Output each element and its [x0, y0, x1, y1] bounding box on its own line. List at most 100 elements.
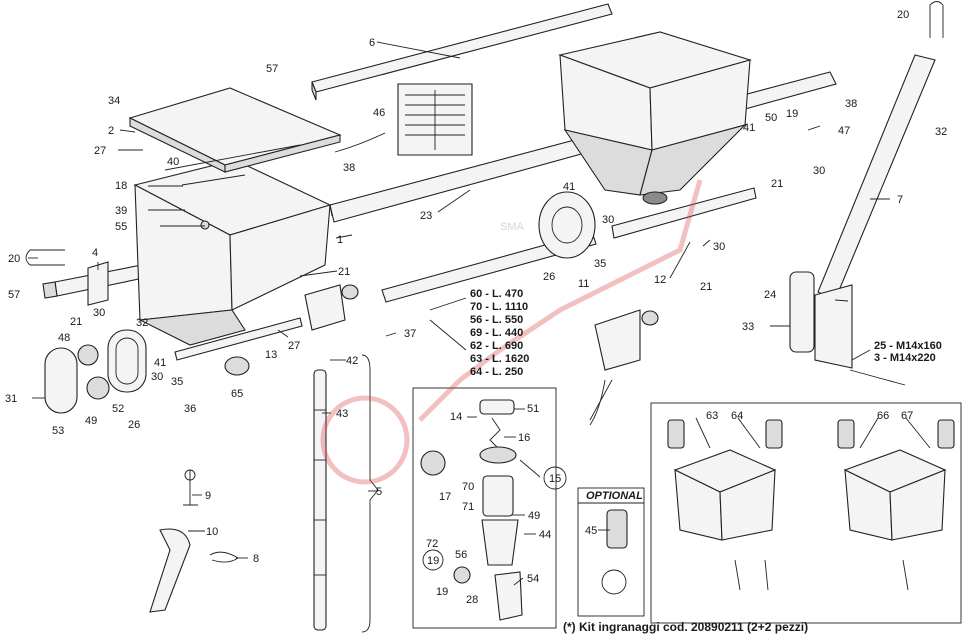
gear-61	[224, 356, 250, 376]
callout-13: 13	[265, 349, 277, 361]
bolt-25	[849, 369, 906, 386]
callout-51: 49	[528, 510, 540, 522]
optional-box	[577, 487, 645, 617]
callout-20: 19	[436, 586, 448, 598]
gears-49	[77, 344, 110, 400]
callout-31-d: 30	[813, 165, 825, 177]
info-plate-46	[397, 83, 473, 156]
callout-22-left: 20	[8, 253, 20, 265]
callout-15-circle: 15	[543, 466, 567, 490]
callout-31-b: 30	[151, 371, 163, 383]
callout-23: 23	[420, 210, 432, 222]
callout-49: 49	[85, 415, 97, 427]
callout-28: 27	[94, 145, 106, 157]
callout-53: 52	[112, 403, 124, 415]
gear-cover-54	[44, 347, 78, 414]
bar-6	[311, 3, 613, 101]
dosing-unit-left	[304, 284, 359, 331]
length-row: 60 - L. 470	[470, 288, 523, 300]
length-row: 62 - L. 690	[470, 340, 523, 352]
hopper-right	[558, 31, 752, 205]
callout-5: 5	[376, 486, 382, 498]
callout-26-right: 21	[700, 281, 712, 293]
callout-8: 8	[253, 553, 259, 565]
callout-37: 37	[404, 328, 416, 340]
callout-72: 71	[462, 501, 474, 513]
bar-12-side	[611, 187, 757, 239]
callout-41-c: 41	[743, 122, 755, 134]
callout-27-right: 26	[543, 271, 555, 283]
callout-59: 57	[266, 63, 278, 75]
svg-text:15: 15	[549, 473, 561, 485]
optional-label: OPTIONAL	[586, 490, 643, 502]
callout-48: 48	[58, 332, 70, 344]
u-bolt-22-left	[25, 249, 65, 266]
kit-footnote: (*) Kit ingranaggi cod. 20890211 (2+2 pe…	[563, 620, 809, 634]
callout-4: 4	[92, 247, 98, 259]
callout-6: 6	[369, 37, 375, 49]
callout-16: 16	[518, 432, 530, 444]
lid-rod-40	[164, 144, 301, 186]
u-bolt-22-right	[929, 1, 944, 38]
callout-10: 10	[206, 526, 218, 538]
bolt-specs: 25 - M14x160 3 - M14x220	[874, 340, 942, 364]
callout-43: 42	[346, 355, 358, 367]
feed-tube-5	[313, 354, 379, 633]
dosing-unit-middle	[594, 309, 659, 371]
length-row: 63 - L. 1620	[470, 353, 529, 365]
length-row: 64 - L. 250	[470, 366, 523, 378]
callout-9: 9	[205, 490, 211, 502]
clip-8	[209, 551, 239, 563]
bolt-spec: 3 - M14x220	[874, 352, 936, 364]
callout-71: 70	[462, 481, 474, 493]
callout-32: 32	[136, 317, 148, 329]
callout-33: 33	[742, 321, 754, 333]
kit-box	[650, 402, 962, 624]
callout-59-left: 57	[8, 289, 20, 301]
callout-31: 30	[93, 307, 105, 319]
hopper-left	[133, 159, 332, 346]
callout-24: 24	[764, 289, 776, 301]
callout-55: 54	[527, 573, 539, 585]
bracket-24	[789, 271, 815, 353]
callout-58: 56	[455, 549, 467, 561]
length-row: 69 - L. 440	[470, 327, 523, 339]
callout-38: 38	[343, 162, 355, 174]
bolt-spec: 25 - M14x160	[874, 340, 942, 352]
callout-34: 34	[108, 95, 120, 107]
leader-lines	[28, 41, 931, 586]
callout-14: 14	[450, 411, 462, 423]
shaft-13	[174, 317, 303, 361]
callout-31-right: 30	[602, 214, 614, 226]
arrow-46	[334, 132, 386, 153]
callout-17: 17	[439, 491, 451, 503]
callout-30: 31	[5, 393, 17, 405]
drive-housing-right	[538, 191, 596, 259]
callout-21: 19	[786, 108, 798, 120]
callout-28-b: 27	[288, 340, 300, 352]
callout-18: 18	[115, 180, 127, 192]
length-table: 60 - L. 470 70 - L. 1110 56 - L. 550 69 …	[470, 288, 529, 378]
callout-54: 53	[52, 425, 64, 437]
arrow-15	[589, 379, 606, 426]
callout-26: 21	[338, 266, 350, 278]
callout-47: 47	[838, 125, 850, 137]
callout-labels: 6 57 34 2 27 46 38 40 18 39 55 1 23 4 20…	[5, 9, 947, 606]
callout-61: 65	[231, 388, 243, 400]
watermark-logo	[320, 179, 703, 485]
callout-7: 7	[897, 194, 903, 206]
callout-38-right: 38	[845, 98, 857, 110]
pin-9	[183, 469, 198, 506]
callout-11: 11	[578, 278, 589, 290]
callout-46: 46	[373, 107, 385, 119]
watermark-text: SMA	[500, 221, 525, 233]
callout-35-right: 35	[594, 258, 606, 270]
handle-10	[149, 528, 191, 613]
callout-26-b: 21	[70, 316, 82, 328]
callout-40: 40	[167, 156, 179, 168]
callout-41-right: 41	[563, 181, 575, 193]
callout-50: 50	[765, 112, 777, 124]
callout-68: 67	[901, 410, 913, 422]
